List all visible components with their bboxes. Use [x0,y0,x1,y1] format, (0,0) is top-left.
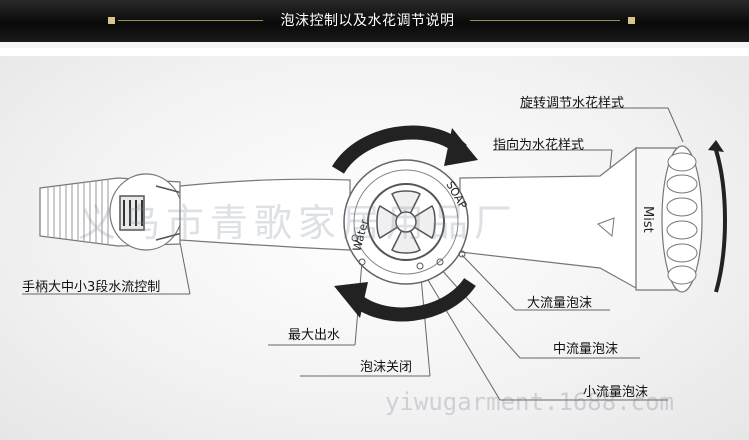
rotate-cw-arrowhead-icon [444,128,478,166]
handle-grip [39,173,187,251]
foam-dial: SOAP Water [343,159,470,285]
header-bar: 泡沫控制以及水花调节说明 [0,0,749,42]
label-rotate: 旋转调节水花样式 [520,96,625,111]
leader-foam-off-tail [419,265,431,377]
rotate-ccw-arrowhead-icon [334,282,368,318]
pointer-arrow-icon [597,217,615,237]
nozzle-head: Mist [635,140,727,293]
page-title: 泡沫控制以及水花调节说明 [280,13,455,29]
leader-small [424,274,501,401]
leader-rotate-tail [667,107,684,143]
header-divider [0,48,749,56]
mist-label: Mist [640,206,655,233]
header-ornament-left [108,17,115,24]
rotate-arrowhead-icon [708,140,724,152]
label-handle-control: 手柄大中小3段水流控制 [22,280,161,295]
label-max-water: 最大出水 [288,328,341,343]
rotate-arrow-icon [714,149,727,293]
leader-large [461,254,516,311]
watermark-text: 义乌市青歌家居用品厂 [78,201,519,245]
label-small-foam: 小流量泡沫 [583,385,649,400]
label-foam-off: 泡沫关闭 [360,360,413,375]
label-medium-foam: 中流量泡沫 [553,342,619,357]
watermark-url: yiwugarment.1688.com [385,388,674,416]
rotate-ccw-arrow-icon [347,277,476,322]
header-ornament-right [628,17,635,24]
leader-lines [22,107,684,401]
leader-medium [439,267,521,359]
header-line-right [470,20,620,21]
header-line-left [118,20,263,21]
label-pointer: 指向为水花样式 [493,138,585,153]
label-large-foam: 大流量泡沫 [527,296,593,311]
